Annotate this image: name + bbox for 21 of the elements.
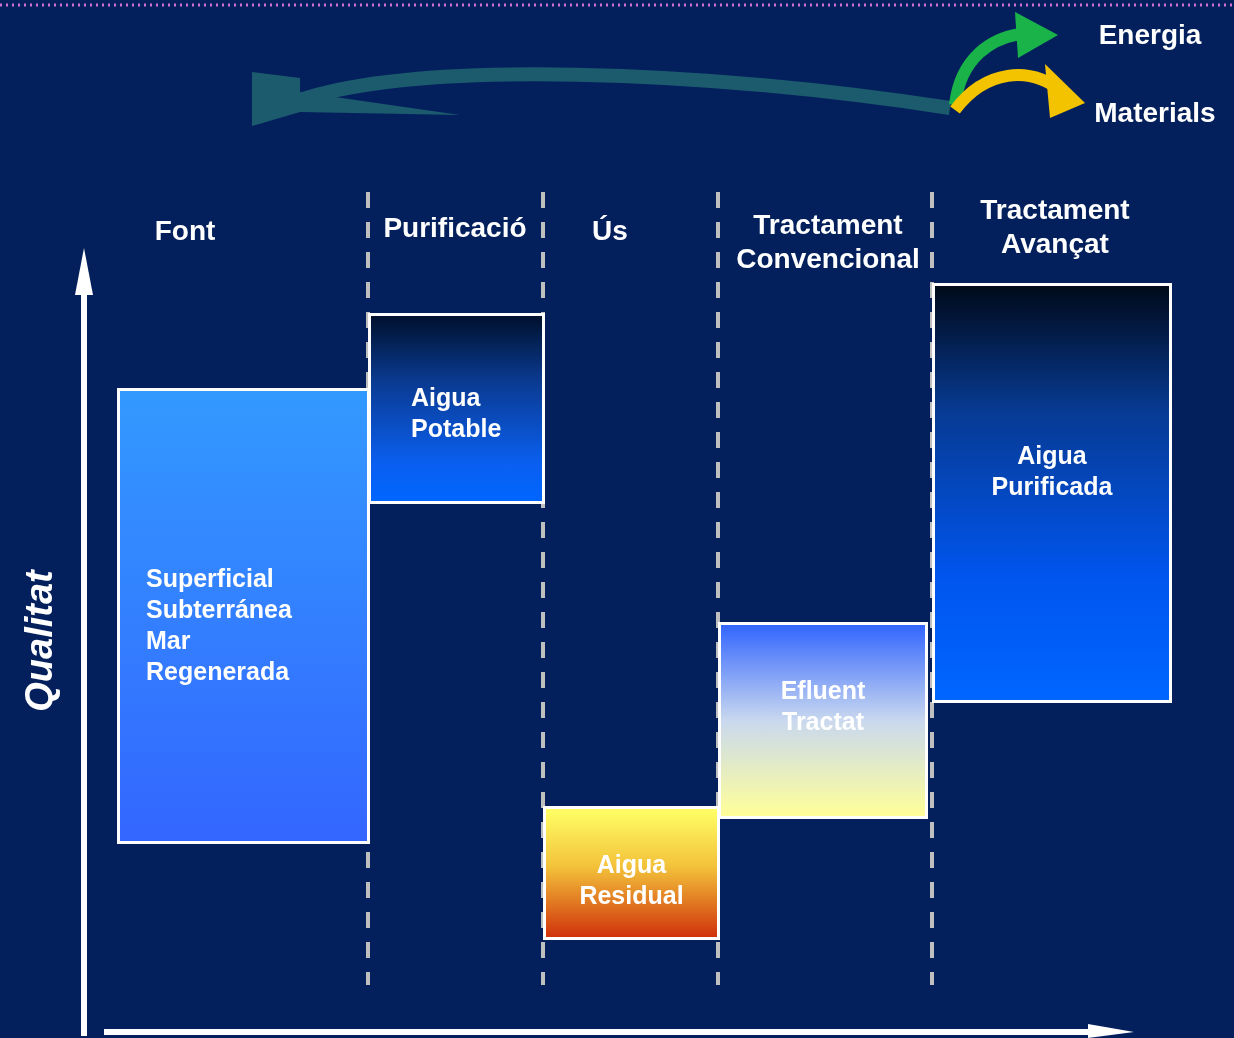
box-text: Aigua Residual xyxy=(578,849,685,911)
value-box xyxy=(543,806,720,940)
box-text: Mar xyxy=(146,625,192,656)
box-text: Subterránea xyxy=(146,594,292,625)
box-text: Aigua Potable xyxy=(411,382,503,444)
box-text: Regenerada xyxy=(146,656,291,687)
column-heading: Ús xyxy=(591,214,629,248)
value-box xyxy=(368,313,545,504)
value-box xyxy=(932,283,1172,703)
column-heading: Purificació xyxy=(382,211,528,245)
column-heading: Tractament Convencional xyxy=(735,208,921,276)
box-text: Aigua Purificada xyxy=(990,440,1114,502)
value-box xyxy=(718,622,928,819)
box-text: Efluent Tractat xyxy=(779,675,867,737)
resource-label: Energia xyxy=(1097,18,1203,52)
axis-title: Qualitat xyxy=(18,568,60,714)
column-heading: Tractament Avançat xyxy=(979,193,1131,261)
column-heading: Font xyxy=(153,214,217,248)
value-box xyxy=(117,388,370,844)
resource-label: Materials xyxy=(1093,96,1217,130)
box-text: Superficial xyxy=(146,563,275,594)
